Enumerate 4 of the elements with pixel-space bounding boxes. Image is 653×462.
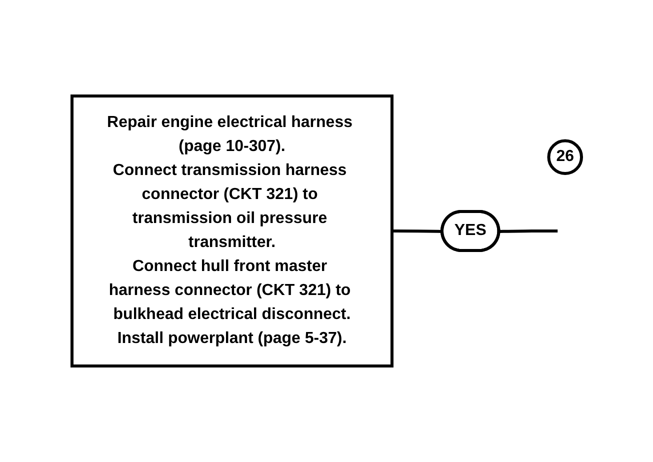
- node-box: Repair engine electrical harness (page 10-307). Connect transmission harness connector (CKT 321) to transmission oil pressure transmitter. Connect hull front master harness connector (CKT 321) to bulkhead electrical disconnect. Install powerplant (page 5-37).: [70, 94, 394, 368]
- connector: [498, 230, 558, 233]
- connector: [392, 230, 442, 233]
- node-circle: 26: [546, 139, 583, 175]
